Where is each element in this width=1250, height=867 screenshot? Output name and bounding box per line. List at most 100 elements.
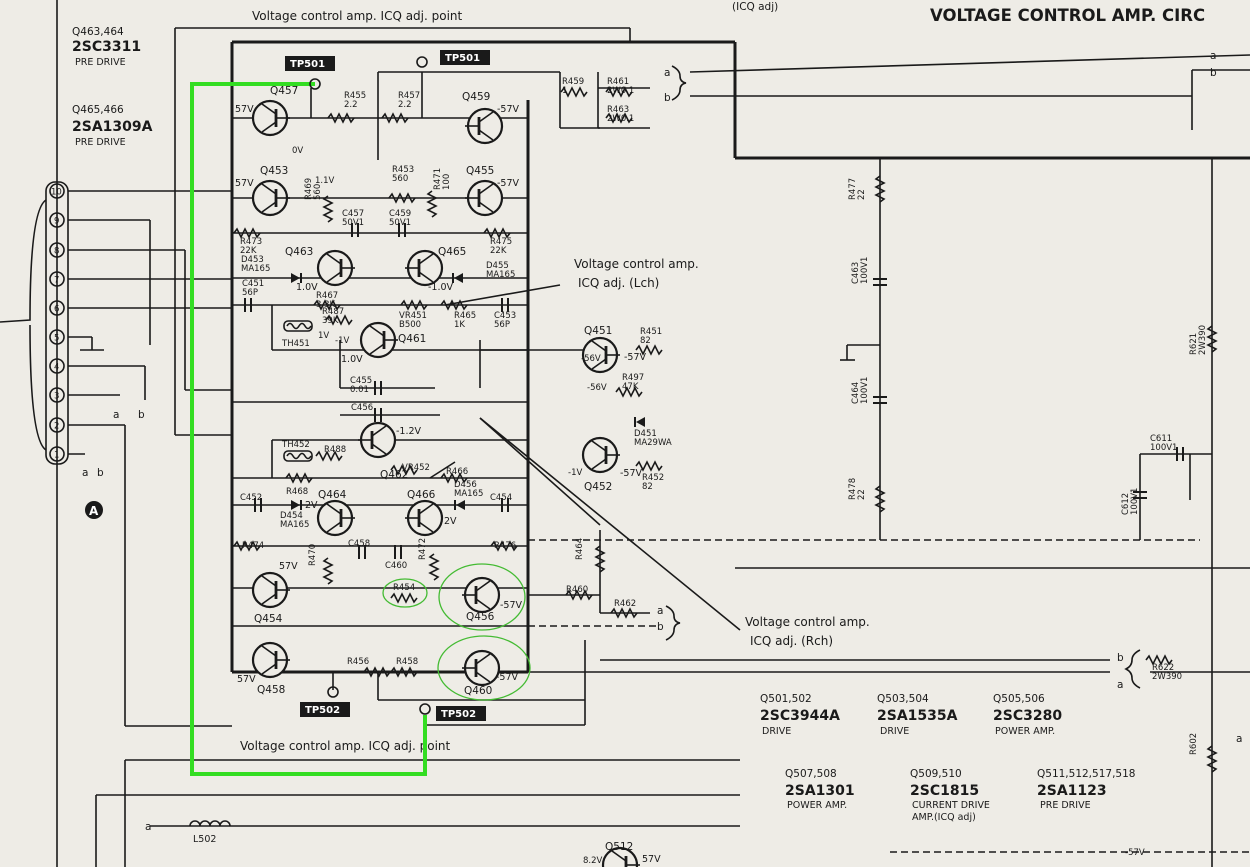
resistor-label: R454: [393, 583, 415, 593]
top-adj-point-note: Voltage control amp. ICQ adj. point: [252, 9, 463, 23]
legend-type: 2SA1535A: [877, 708, 958, 724]
port-label: a: [82, 467, 88, 479]
legend-role: DRIVE: [880, 726, 909, 737]
diode-label: D453: [241, 255, 264, 265]
resistor-label: R488: [324, 445, 346, 455]
legend-part: Q503,504: [877, 693, 929, 705]
resistor-label: R477: [848, 178, 858, 200]
transistor-label: Q461: [398, 333, 426, 345]
resistor-value: 3.3K: [316, 300, 336, 310]
transistor-voltage: 1.0V: [341, 354, 363, 365]
transistor-q460: Q460-57V: [462, 649, 519, 697]
resistor-label: R464: [575, 538, 585, 560]
transistor-q461: Q461 1.0V: [341, 321, 426, 365]
resistor-value: 22K: [490, 246, 507, 256]
thermistor-label: TH452: [281, 440, 310, 450]
diode-label: D454: [280, 511, 303, 521]
transistor-voltage: 57V: [235, 178, 254, 189]
resistor-label: R452: [642, 473, 664, 483]
transistor-voltage: -57V: [497, 104, 520, 115]
transistor-q451: Q451-57V: [581, 325, 647, 374]
capacitor-label: C459: [389, 209, 411, 219]
resistor-value: 2.2: [344, 100, 358, 110]
connector-pin: 4: [49, 358, 65, 374]
capacitor-value: 100V1: [1150, 443, 1177, 453]
port-label: b: [1117, 652, 1124, 664]
resistor-value: 2.2: [398, 100, 412, 110]
svg-text:L502: L502: [193, 834, 216, 845]
transistor-voltage: 2V: [305, 500, 318, 511]
capacitor-c454: C454: [490, 493, 512, 512]
capacitor-value: 100V1: [860, 257, 870, 284]
transistor-q459: Q459-57V: [462, 91, 520, 145]
legend-role: CURRENT DRIVE: [912, 800, 990, 811]
transistor-voltage: -57V: [500, 600, 523, 611]
capacitor-label: C611: [1150, 434, 1172, 444]
legend-part: Q501,502: [760, 693, 812, 705]
port-label: a: [1117, 679, 1123, 691]
resistor-r468: R468: [285, 472, 313, 497]
svg-text:TP501: TP501: [445, 53, 480, 64]
transistor-voltage: 57V: [237, 674, 256, 685]
connector-pin-label: 7: [54, 276, 59, 286]
resistor-r474: R474: [233, 540, 264, 552]
legend-type: 2SC3944A: [760, 708, 840, 724]
connector-pin: 5: [49, 329, 65, 345]
port-label: b: [138, 409, 145, 421]
diode-label: D451: [634, 429, 657, 439]
resistor-value: 2W0.1: [607, 114, 634, 124]
capacitor-c458: C458: [348, 539, 370, 559]
transistor-q456: Q456-57V: [462, 576, 523, 623]
transistor-label: Q452: [584, 481, 612, 493]
resistor-r464: R464: [575, 538, 606, 573]
connector-pin: 8: [49, 242, 65, 258]
transistor-label: Q512: [605, 841, 633, 853]
transistor-label: Q458: [257, 684, 285, 696]
connector-pin: 10: [49, 183, 65, 199]
capacitor-label: C454: [490, 493, 512, 503]
transistor-label: Q462: [380, 469, 408, 481]
resistor-label: VR451: [399, 311, 427, 321]
capacitor-label: C455: [350, 376, 372, 386]
legend-role: PRE DRIVE: [75, 57, 126, 68]
resistor-label: R474: [242, 541, 264, 551]
transistor-voltage: 57V: [279, 561, 298, 572]
legend-part: Q507,508: [785, 768, 837, 780]
capacitor-label: C452: [240, 493, 262, 503]
resistor-label: R471: [433, 168, 443, 190]
resistor-r602: R602: [1189, 733, 1218, 773]
resistor-r456: R456: [347, 657, 391, 678]
svg-text:ICQ adj. (Rch): ICQ adj. (Rch): [750, 634, 833, 648]
resistor-label: R472: [418, 538, 428, 560]
resistor-label: R463: [607, 105, 629, 115]
resistor-label: R470: [308, 544, 318, 566]
transistor-q512: Q512 57V: [601, 841, 661, 867]
transistor-voltage: -57V: [497, 178, 520, 189]
connector-pin-label: 4: [54, 363, 59, 373]
transistor-voltage: -1.2V: [396, 426, 422, 437]
legend-part: Q465,466: [72, 104, 124, 116]
transistor-voltage: 57V: [642, 854, 661, 865]
highlight-circle-q460: [437, 635, 531, 701]
voltage-label: 1.1V: [315, 176, 335, 186]
resistor-label: R459: [562, 77, 584, 87]
transistor-voltage: 1.0V: [296, 282, 318, 293]
transistor-q455: Q455-57V: [465, 165, 520, 217]
transistor-label: Q460: [464, 685, 492, 697]
resistor-label: R473: [240, 237, 262, 247]
